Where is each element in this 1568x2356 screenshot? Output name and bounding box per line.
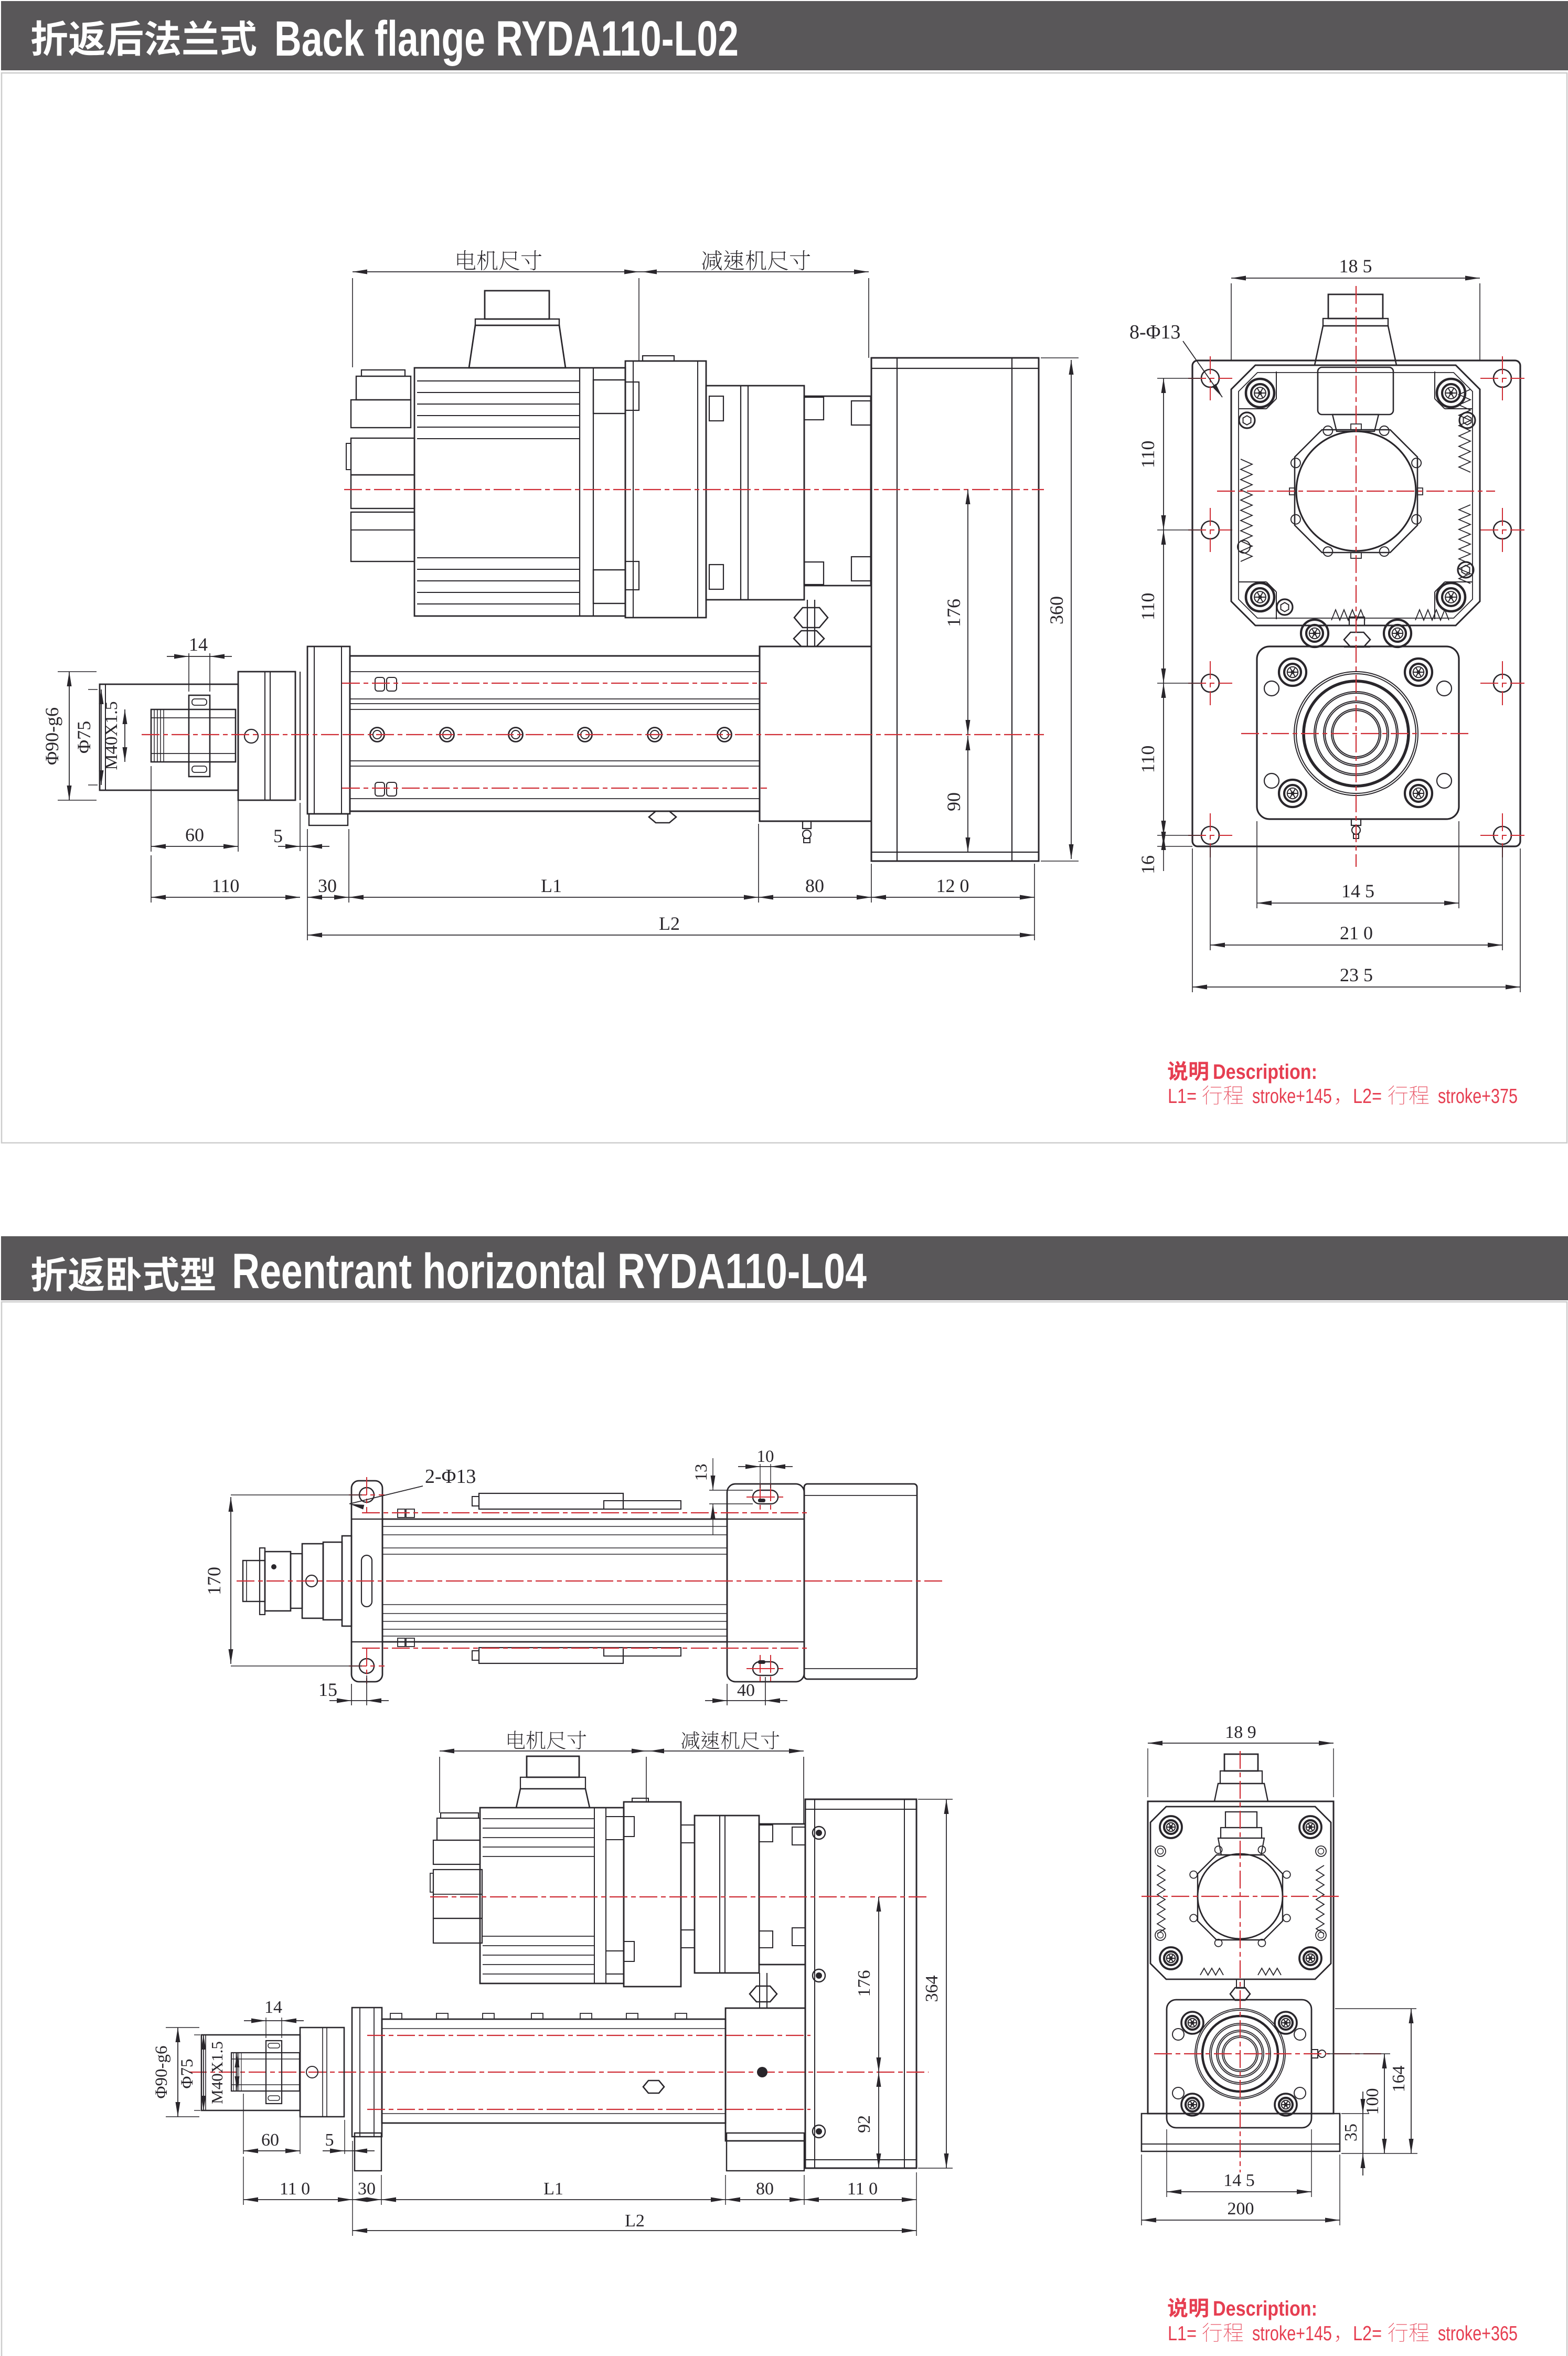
svg-text:stroke+145: stroke+145 bbox=[1252, 1085, 1332, 1108]
svg-text:30: 30 bbox=[358, 2179, 376, 2199]
svg-text:Back flange RYDA110-L02: Back flange RYDA110-L02 bbox=[274, 11, 739, 67]
svg-text:90: 90 bbox=[943, 792, 964, 811]
svg-text:16: 16 bbox=[1137, 855, 1158, 874]
svg-text:170: 170 bbox=[204, 1567, 225, 1595]
svg-text:110: 110 bbox=[1137, 593, 1158, 621]
svg-text:Φ90-g6: Φ90-g6 bbox=[152, 2045, 171, 2098]
svg-text:60: 60 bbox=[261, 2130, 279, 2150]
svg-text:60: 60 bbox=[185, 824, 204, 845]
svg-text:11 0: 11 0 bbox=[847, 2179, 878, 2199]
svg-text:Φ75: Φ75 bbox=[73, 721, 94, 754]
svg-text:stroke+375: stroke+375 bbox=[1438, 1085, 1518, 1108]
svg-text:14: 14 bbox=[264, 1998, 282, 2017]
svg-text:80: 80 bbox=[805, 875, 824, 896]
svg-text:364: 364 bbox=[922, 1976, 942, 2002]
svg-text:8-Φ13: 8-Φ13 bbox=[1129, 321, 1180, 343]
svg-text:35: 35 bbox=[1341, 2124, 1361, 2141]
svg-text:13: 13 bbox=[692, 1464, 711, 1481]
svg-text:14 5: 14 5 bbox=[1223, 2171, 1255, 2190]
svg-text:14 5: 14 5 bbox=[1341, 880, 1374, 901]
svg-text:15: 15 bbox=[318, 1679, 337, 1700]
svg-text:L2: L2 bbox=[625, 2211, 645, 2231]
svg-text:2-Φ13: 2-Φ13 bbox=[425, 1466, 476, 1488]
svg-text:110: 110 bbox=[212, 875, 240, 896]
svg-text:L2=: L2= bbox=[1353, 2322, 1382, 2345]
svg-text:18 5: 18 5 bbox=[1339, 256, 1372, 277]
svg-text:5: 5 bbox=[325, 2130, 334, 2150]
svg-text:L2=: L2= bbox=[1353, 1085, 1382, 1108]
svg-text:92: 92 bbox=[855, 2115, 874, 2133]
svg-text:L1=: L1= bbox=[1168, 2322, 1197, 2345]
svg-text:30: 30 bbox=[318, 875, 337, 896]
svg-text:176: 176 bbox=[943, 599, 964, 627]
svg-text:stroke+365: stroke+365 bbox=[1438, 2322, 1518, 2345]
svg-text:360: 360 bbox=[1046, 596, 1067, 624]
svg-text:200: 200 bbox=[1228, 2199, 1254, 2219]
svg-text:Φ90-g6: Φ90-g6 bbox=[41, 707, 62, 765]
svg-text:21 0: 21 0 bbox=[1340, 922, 1373, 943]
svg-text:164: 164 bbox=[1389, 2066, 1409, 2093]
svg-text:11 0: 11 0 bbox=[280, 2179, 310, 2199]
svg-text:Reentrant horizontal RYDA110-L: Reentrant horizontal RYDA110-L04 bbox=[232, 1244, 867, 1299]
svg-text:14: 14 bbox=[189, 634, 208, 655]
svg-text:40: 40 bbox=[737, 1681, 755, 1700]
svg-text:M40X1.5: M40X1.5 bbox=[208, 2041, 226, 2104]
svg-text:5: 5 bbox=[273, 825, 283, 846]
svg-text:80: 80 bbox=[756, 2179, 774, 2199]
svg-text:100: 100 bbox=[1363, 2088, 1382, 2115]
svg-text:L1: L1 bbox=[543, 2179, 563, 2199]
svg-text:L1=: L1= bbox=[1168, 1085, 1197, 1108]
svg-text:23 5: 23 5 bbox=[1340, 964, 1373, 985]
svg-text:stroke+145: stroke+145 bbox=[1252, 2322, 1332, 2345]
svg-text:L1: L1 bbox=[541, 875, 562, 896]
svg-text:Description:: Description: bbox=[1213, 2297, 1317, 2320]
svg-text:10: 10 bbox=[757, 1447, 774, 1466]
svg-text:Φ75: Φ75 bbox=[178, 2058, 197, 2088]
svg-text:L2: L2 bbox=[659, 913, 680, 934]
svg-text:Description:: Description: bbox=[1213, 1060, 1317, 1084]
svg-text:12 0: 12 0 bbox=[936, 875, 969, 896]
svg-text:M40X1.5: M40X1.5 bbox=[102, 701, 121, 770]
svg-text:110: 110 bbox=[1137, 441, 1158, 469]
svg-text:110: 110 bbox=[1137, 746, 1158, 773]
svg-text:18 9: 18 9 bbox=[1225, 1723, 1256, 1742]
svg-text:176: 176 bbox=[855, 1970, 874, 1997]
